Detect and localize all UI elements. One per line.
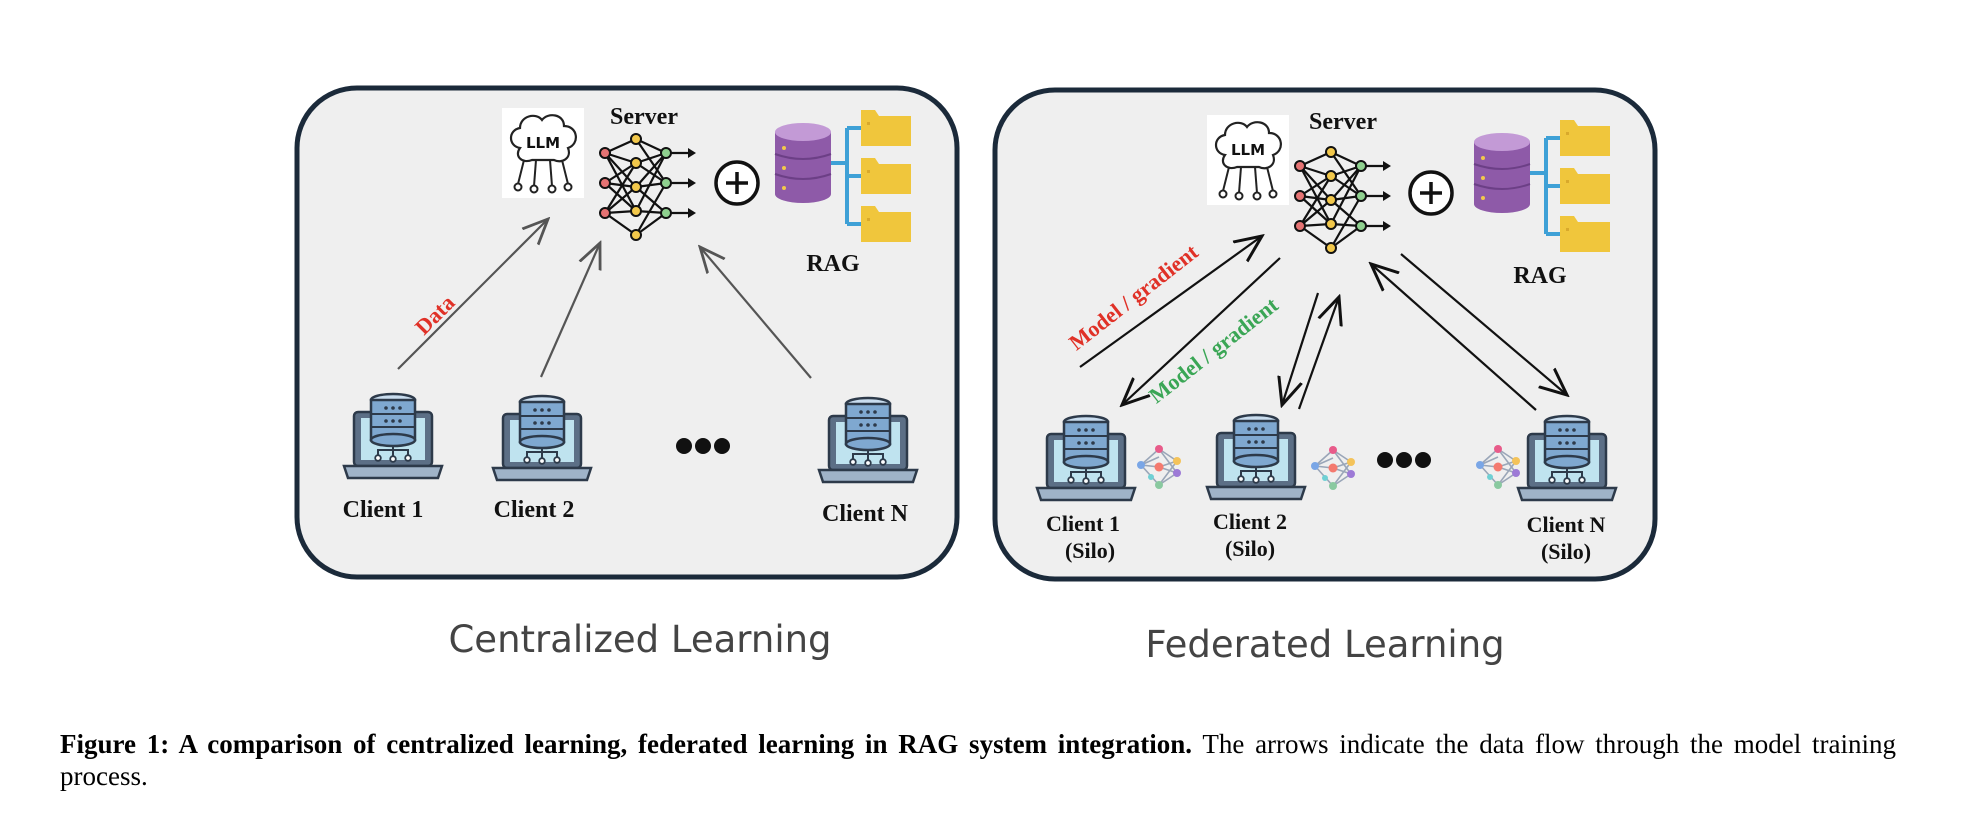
fed-client1-label: Client 1 — [1046, 511, 1120, 536]
client2-label: Client 2 — [494, 497, 575, 523]
upload-arrow-client2 — [1297, 297, 1339, 410]
centralized-title: Centralized Learning — [448, 618, 831, 661]
clientN-label: Client N — [822, 501, 909, 527]
fed-client1-sub: (Silo) — [1065, 538, 1115, 563]
centralized-panel: Server RAG Data Client 1 Client 2 Client… — [294, 85, 960, 580]
fed-clientN-label: Client N — [1527, 512, 1606, 537]
ellipsis-dots — [676, 438, 730, 454]
federated-server-label: Server — [1309, 109, 1377, 135]
plus-icon — [714, 160, 760, 206]
fed-client2-sub: (Silo) — [1225, 536, 1275, 561]
centralized-rag-label: RAG — [806, 251, 860, 277]
download-arrow-client1 — [1122, 257, 1281, 405]
llm-icon — [500, 106, 586, 200]
federated-panel: Server RAG Model / gradient Model / grad… — [992, 87, 1658, 582]
ellipsis-dots — [1377, 452, 1431, 468]
download-arrow-client2 — [1282, 292, 1320, 405]
caption-text: The arrows indicate the data flow throug… — [60, 729, 1896, 791]
upload-arrow-client1 — [1079, 236, 1262, 368]
plus-icon — [1408, 170, 1454, 216]
data-arrow-client1 — [397, 219, 548, 370]
centralized-server-label: Server — [610, 104, 678, 130]
federated-rag-label: RAG — [1513, 263, 1567, 289]
upload-arrow-clientN — [1371, 264, 1537, 411]
client1-label: Client 1 — [343, 497, 424, 523]
data-arrow-client2 — [539, 243, 600, 378]
fed-client2-label: Client 2 — [1213, 509, 1287, 534]
llm-icon — [1205, 113, 1291, 207]
caption-bold: Figure 1: A comparison of centralized le… — [60, 729, 1193, 759]
download-arrow-clientN — [1400, 253, 1567, 395]
figure-caption: Figure 1: A comparison of centralized le… — [60, 728, 1896, 792]
data-arrow-clientN — [700, 247, 812, 379]
fed-clientN-sub: (Silo) — [1541, 539, 1591, 564]
federated-title: Federated Learning — [1145, 623, 1504, 666]
